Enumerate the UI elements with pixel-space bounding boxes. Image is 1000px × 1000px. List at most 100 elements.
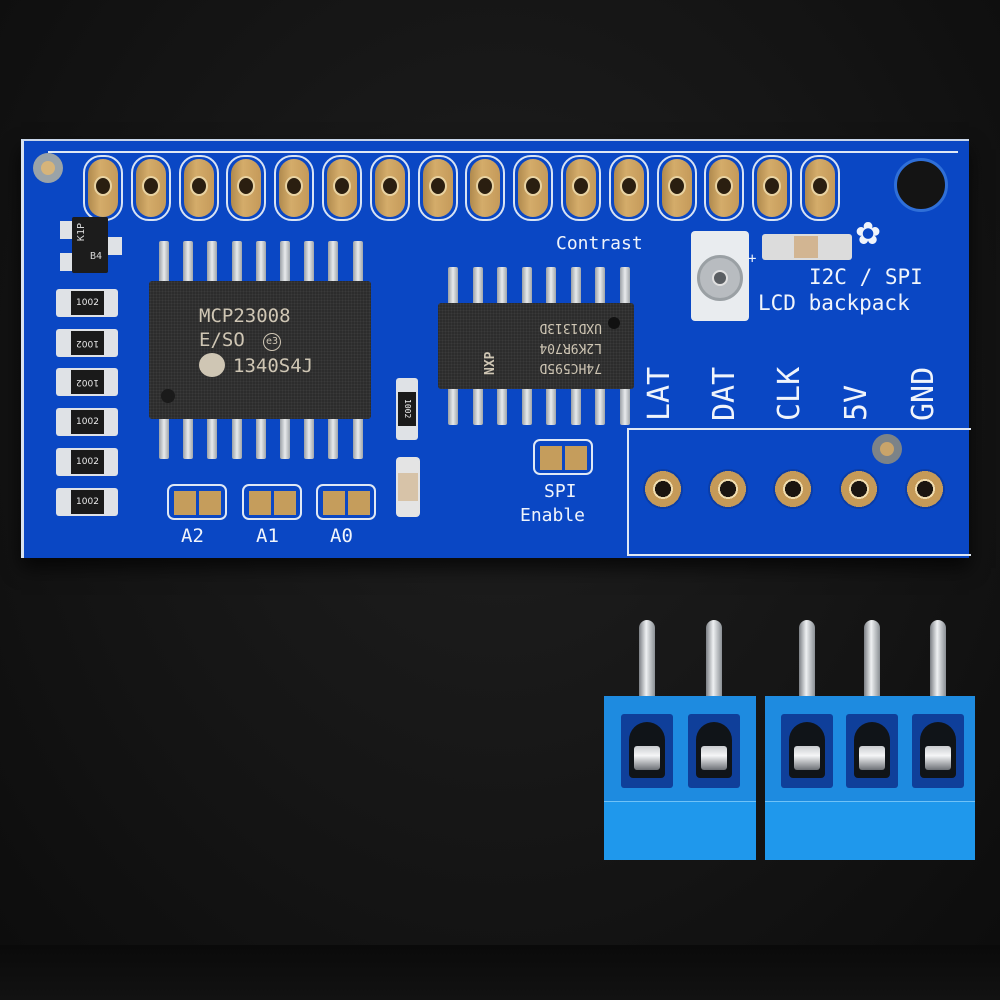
ic-pin [521, 267, 532, 305]
chip-package: E/SO [199, 329, 245, 351]
ic-pin [595, 267, 605, 305]
header-pad-clearance [800, 155, 840, 221]
ic-pin [280, 417, 290, 459]
terminal-block-3pos [765, 696, 975, 860]
ic-pin [207, 241, 218, 283]
screw-slot[interactable] [912, 714, 964, 788]
jumper-a1[interactable] [242, 484, 302, 520]
ic-pin [497, 267, 507, 305]
contrast-potentiometer[interactable] [691, 231, 749, 321]
header-pad-clearance [417, 155, 458, 221]
enable-label: Enable [520, 505, 586, 526]
resistor-vertical: 1002 [396, 378, 418, 440]
shift-register-part: 74HC595D [539, 360, 602, 375]
header-pin-pad[interactable] [183, 159, 214, 217]
header-pin-pad[interactable] [374, 159, 405, 217]
microchip-logo-icon [199, 353, 225, 377]
spi-label: SPI [544, 481, 577, 502]
capacitor [396, 457, 420, 517]
spi-enable-jumper[interactable] [533, 439, 593, 475]
ic-pin [570, 267, 581, 305]
terminal-pin [799, 620, 815, 710]
ic-pin [521, 387, 532, 425]
connector-pad-clk[interactable] [773, 469, 813, 509]
header-pin-pad[interactable] [422, 159, 453, 217]
flower-logo-icon: ✿ [856, 208, 881, 254]
smd-resistor: 1002 [56, 408, 118, 436]
header-pin-pad[interactable] [327, 159, 357, 217]
transistor-marking-1: K1P [76, 223, 87, 242]
chip-part-number: MCP23008 [199, 305, 291, 327]
smd-resistor: 1002 [56, 488, 118, 516]
jumper-a2[interactable] [167, 484, 227, 520]
header-pad-clearance [656, 155, 697, 221]
header-pin-pad[interactable] [709, 159, 740, 217]
connector-outline [627, 428, 971, 556]
terminal-block-2pos [604, 696, 756, 860]
mounting-hole-right [894, 158, 948, 212]
connector-label-gnd: GND [906, 366, 941, 421]
header-pad-clearance [274, 155, 315, 221]
ic-pin [183, 417, 194, 459]
header-pad-clearance [369, 155, 410, 221]
ic-pin [497, 387, 507, 425]
connector-label-5v: 5V [839, 384, 874, 421]
jumper-a0[interactable] [316, 484, 376, 520]
jumper-label-a1: A1 [256, 525, 279, 547]
screw-slot[interactable] [781, 714, 833, 788]
header-pin-pad[interactable] [88, 159, 118, 217]
ic-pin [159, 241, 169, 283]
screw-slot[interactable] [688, 714, 740, 788]
connector-pad-gnd[interactable] [905, 469, 945, 509]
header-pin-pad[interactable] [231, 159, 262, 217]
header-pin-pad[interactable] [518, 159, 549, 217]
smd-resistor: 1002 [56, 289, 118, 317]
terminal-pin [706, 620, 722, 710]
ic-pin [207, 417, 218, 459]
shift-register-lot: UXD1313D [539, 320, 602, 335]
header-pad-clearance [608, 155, 649, 221]
header-pad-clearance [322, 155, 362, 221]
header-pin-pad[interactable] [566, 159, 596, 217]
header-pin-pad[interactable] [661, 159, 692, 217]
header-pad-clearance [561, 155, 601, 221]
header-pad-clearance [704, 155, 745, 221]
rohs-badge: e3 [263, 333, 281, 351]
ic-pin [546, 267, 556, 305]
ic-pin [352, 417, 363, 459]
header-pad-clearance [465, 155, 506, 221]
header-pin-pad[interactable] [135, 159, 166, 217]
pin1-dot [161, 389, 175, 403]
ic-pin [570, 387, 581, 425]
contrast-label: Contrast [556, 233, 643, 254]
header-pin-pad[interactable] [757, 159, 788, 217]
connector-label-lat: LAT [642, 366, 677, 421]
header-pin-pad[interactable] [613, 159, 644, 217]
connector-pad-lat[interactable] [643, 469, 683, 509]
ic-pin [619, 387, 630, 425]
connector-pad-5v[interactable] [839, 469, 879, 509]
header-pad-clearance [178, 155, 219, 221]
ic-pin [352, 241, 363, 283]
ic-pin [183, 241, 194, 283]
pot-dial-icon[interactable] [697, 255, 743, 301]
jumper-label-a2: A2 [181, 525, 204, 547]
board-title-line2: LCD backpack [758, 291, 910, 315]
screw-slot[interactable] [621, 714, 673, 788]
terminal-pin [864, 620, 880, 710]
chip-lot-code: 1340S4J [233, 355, 314, 377]
nxp-logo: NXP [483, 351, 498, 375]
ic-pin [472, 267, 483, 305]
ic-pin [231, 417, 242, 459]
header-pin-pad[interactable] [279, 159, 310, 217]
74hc595-chip: 74HC595D L2K9R704 UXD1313D NXP [438, 259, 634, 425]
smd-resistor: 1002 [56, 368, 118, 396]
header-pin-pad[interactable] [470, 159, 501, 217]
ic-pin [619, 267, 630, 305]
screw-slot[interactable] [846, 714, 898, 788]
connector-pad-dat[interactable] [708, 469, 748, 509]
silk-top-line [48, 151, 958, 153]
jumper-label-a0: A0 [330, 525, 353, 547]
header-pin-pad[interactable] [805, 159, 835, 217]
